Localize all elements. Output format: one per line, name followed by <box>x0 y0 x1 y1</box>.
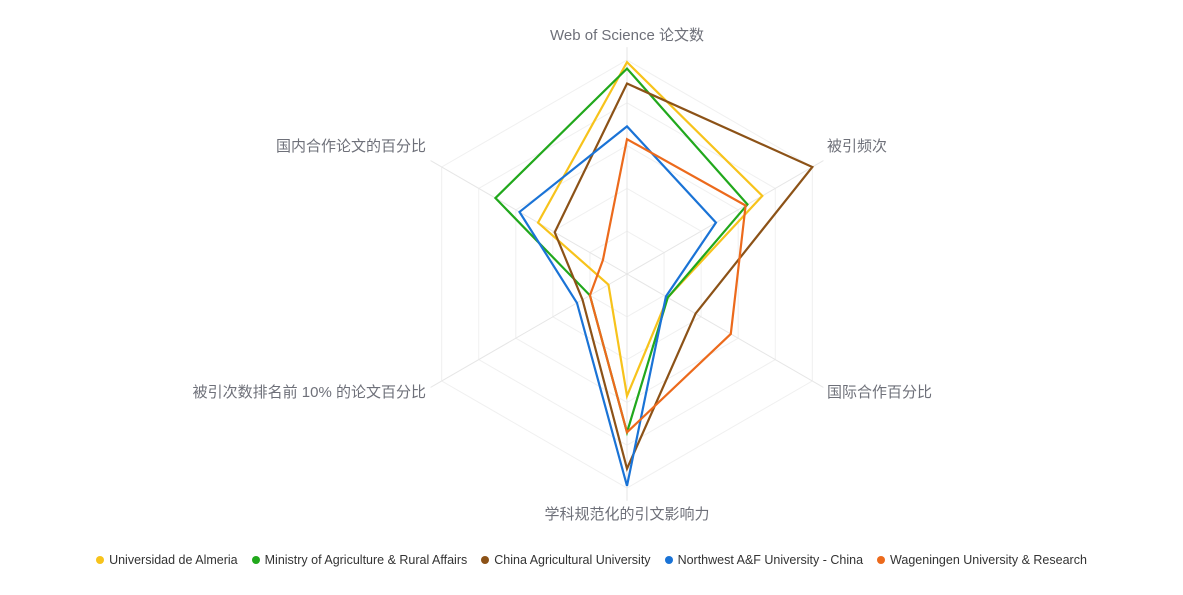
legend-label: China Agricultural University <box>494 553 651 567</box>
radar-series <box>493 60 815 487</box>
legend-label: Universidad de Almeria <box>109 553 238 567</box>
legend-item-wageningen[interactable]: Wageningen University & Research <box>877 553 1087 567</box>
axis-label-cnci: 学科规范化的引文影响力 <box>544 506 709 523</box>
axis-label-citations: 被引频次 <box>827 138 887 155</box>
axis-label-domestic-collab: 国内合作论文的百分比 <box>276 138 426 155</box>
axis-label-intl-collab: 国际合作百分比 <box>827 384 932 401</box>
series-polygon-3[interactable] <box>518 124 718 487</box>
axis-line <box>626 160 824 275</box>
legend-dot <box>251 556 260 564</box>
axis-line <box>430 160 628 275</box>
legend-item-ministry[interactable]: Ministry of Agriculture & Rural Affairs <box>251 553 468 567</box>
axis-labels: Web of Science 论文数 被引频次 国际合作百分比 学科规范化的引文… <box>193 27 932 523</box>
axis-line <box>626 273 824 388</box>
legend-label: Wageningen University & Research <box>890 553 1087 567</box>
legend-item-almeria[interactable]: Universidad de Almeria <box>96 553 238 567</box>
legend-dot <box>877 556 886 564</box>
legend-item-nwafu[interactable]: Northwest A&F University - China <box>664 553 864 567</box>
legend-label: Northwest A&F University - China <box>677 553 864 567</box>
axis-label-top10: 被引次数排名前 10% 的论文百分比 <box>193 384 426 401</box>
axis-label-wos: Web of Science 论文数 <box>550 27 704 44</box>
series-polygon-4[interactable] <box>588 137 747 435</box>
legend-dot <box>664 556 673 564</box>
legend-item-cau[interactable]: China Agricultural University <box>481 553 651 567</box>
legend-label: Ministry of Agriculture & Rural Affairs <box>264 553 468 567</box>
legend-dot <box>96 556 105 564</box>
legend-dot <box>481 556 490 564</box>
axis-line <box>430 273 628 388</box>
series-polygon-2[interactable] <box>553 82 815 473</box>
series-polygon-1[interactable] <box>493 66 749 437</box>
legend: Universidad de Almeria Ministry of Agric… <box>0 553 1183 567</box>
series-polygon-0[interactable] <box>536 60 764 400</box>
